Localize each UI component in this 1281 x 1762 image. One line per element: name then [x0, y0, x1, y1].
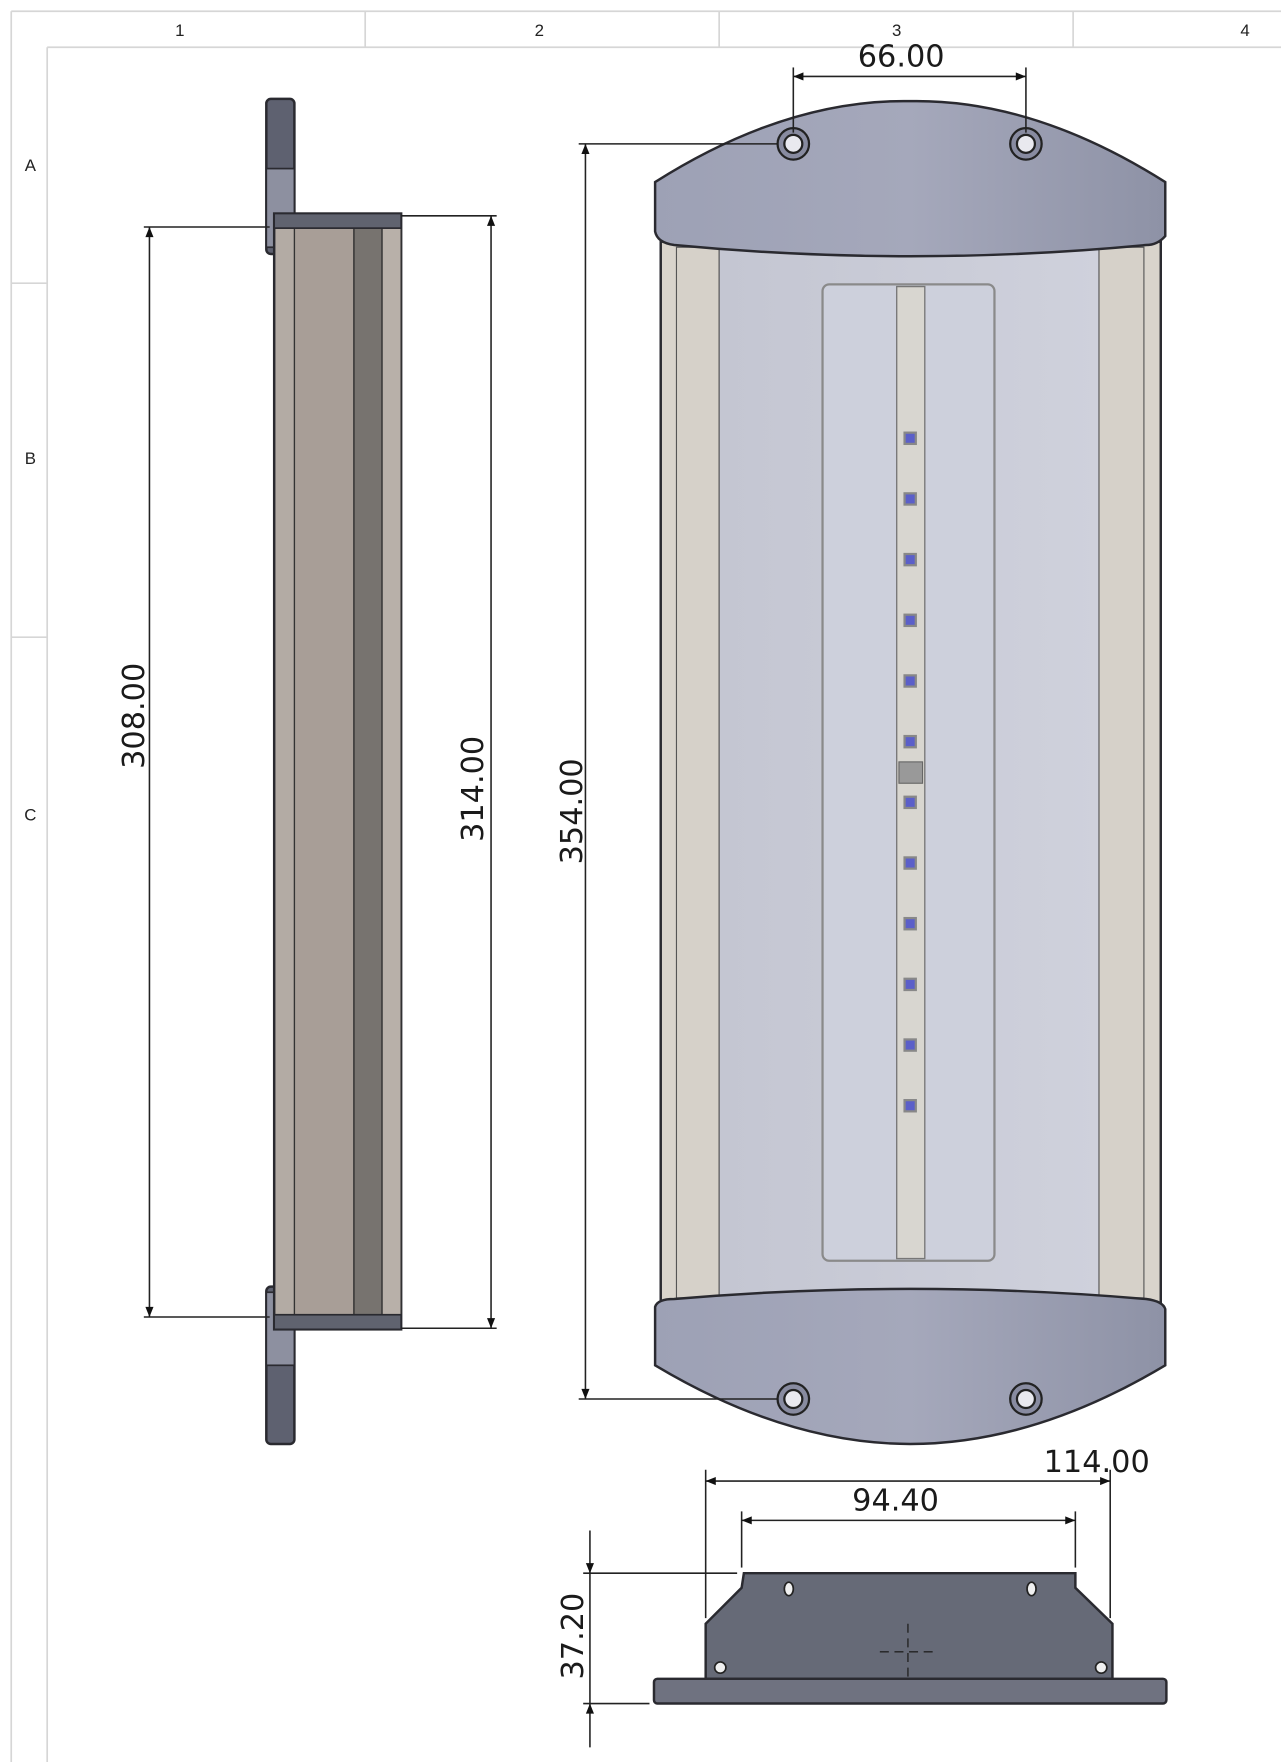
led-icon [903, 431, 917, 446]
led-icon [903, 613, 917, 628]
dimension-114-label: 114.00 [1044, 1445, 1150, 1480]
dimension-314-label: 314.00 [456, 736, 491, 842]
dimension-114 [704, 1469, 1111, 1619]
sheet-border [10, 10, 1281, 1762]
end-bracket [704, 1571, 1114, 1681]
dimension-66 [792, 67, 1027, 133]
side-view [265, 97, 403, 1446]
led-icon [903, 1038, 917, 1052]
bottom-end-cap [653, 1287, 1167, 1446]
led-icon [903, 795, 917, 810]
dimension-308-label: 308.00 [117, 663, 152, 769]
led-icon [903, 734, 917, 749]
dimension-37-2 [583, 1530, 738, 1748]
dimension-308 [143, 226, 270, 1318]
column-label-3: 3 [892, 21, 901, 40]
led-row [903, 431, 917, 1113]
led-icon [903, 552, 917, 567]
end-holes [713, 1581, 1108, 1675]
led-icon [903, 492, 917, 506]
dimension-37-2-label: 37.20 [556, 1593, 591, 1680]
end-view [652, 1571, 1168, 1705]
dimension-354 [578, 143, 778, 1400]
row-label-c: C [24, 805, 36, 824]
front-view [653, 99, 1167, 1446]
led-icon [903, 856, 917, 870]
dimension-354-label: 354.00 [555, 758, 590, 864]
dimension-94-4 [740, 1511, 1077, 1568]
led-icon [903, 674, 917, 688]
led-icon [903, 1098, 917, 1113]
dimension-94-4-label: 94.40 [852, 1483, 939, 1518]
column-label-2: 2 [535, 21, 544, 40]
led-icon [903, 916, 917, 931]
led-driver-chip [898, 761, 924, 784]
center-mark [879, 1623, 937, 1679]
top-end-cap [653, 99, 1167, 258]
led-icon [903, 977, 917, 992]
dimension-66-label: 66.00 [858, 39, 945, 74]
end-base-plate [652, 1677, 1168, 1705]
column-label-4: 4 [1240, 21, 1249, 40]
row-label-b: B [25, 449, 36, 468]
row-label-a: A [25, 156, 37, 175]
mounting-hole [776, 127, 1043, 1416]
column-label-1: 1 [175, 21, 184, 40]
dimension-314 [401, 214, 497, 1330]
